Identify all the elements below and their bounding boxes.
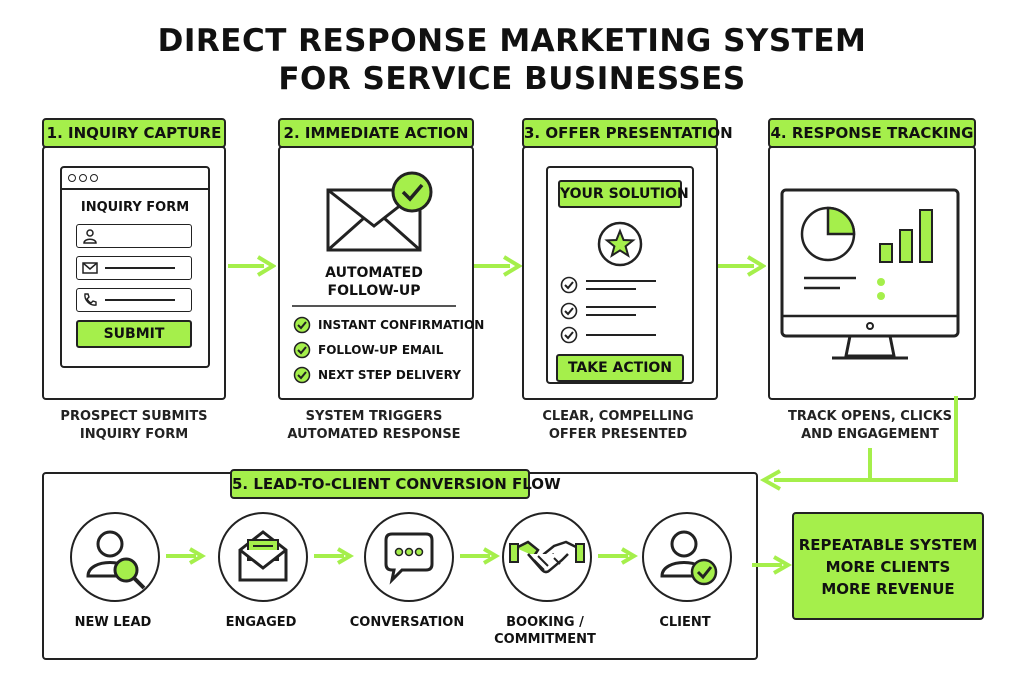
handshake-icon: [509, 540, 585, 574]
stage-label: NEW LEAD: [48, 614, 178, 631]
step-4-caption-line-2: AND ENGAGEMENT: [801, 427, 939, 442]
text-line: [586, 314, 636, 316]
step-3-caption-line-2: OFFER PRESENTED: [548, 427, 688, 442]
person-icon: [83, 229, 97, 244]
step-4-label: 4. RESPONSE TRACKING: [768, 118, 976, 148]
step-2-caption-line-1: SYSTEM TRIGGERS: [305, 409, 443, 424]
title-line-2: FOR SERVICE BUSINESSES: [278, 61, 746, 97]
star-badge-icon: [597, 221, 643, 267]
step-2-panel: [278, 146, 474, 400]
step-2-heading-line-2: FOLLOW-UP: [327, 283, 421, 299]
stage-booking: [502, 512, 592, 602]
conversion-label: 5. LEAD-TO-CLIENT CONVERSION FLOW: [230, 469, 561, 499]
text-line: [586, 334, 656, 336]
step-1-label: 1. INQUIRY CAPTURE: [42, 118, 226, 148]
name-field[interactable]: [76, 224, 192, 248]
result-line-2: MORE CLIENTS: [825, 558, 951, 576]
open-envelope-icon: [238, 530, 288, 582]
step-3-label: 3. OFFER PRESENTATION: [522, 118, 733, 148]
checklist-item: NEXT STEP DELIVERY: [318, 368, 461, 382]
stage-label: CLIENT: [620, 614, 750, 631]
browser-titlebar: [62, 168, 208, 190]
step-4-caption: TRACK OPENS, CLICKS AND ENGAGEMENT: [768, 408, 972, 444]
window-dot-icon: [79, 174, 87, 182]
divider: [292, 305, 456, 307]
connector-arrow-icon: [759, 396, 958, 491]
person-check-icon: [660, 530, 718, 586]
step-2-heading: AUTOMATED FOLLOW-UP: [278, 264, 470, 300]
browser-window: INQUIRY FORM SUBMIT: [60, 166, 210, 368]
phone-icon: [84, 293, 97, 306]
step-3-caption-line-1: CLEAR, COMPELLING: [542, 409, 694, 424]
arrow-icon: [460, 547, 500, 565]
stage-label: ENGAGED: [196, 614, 326, 631]
stage-label-line-1: CONVERSATION: [349, 615, 465, 630]
step-4-caption-line-1: TRACK OPENS, CLICKS: [788, 409, 952, 424]
checklist-item: INSTANT CONFIRMATION: [318, 318, 485, 332]
stage-engaged: [218, 512, 308, 602]
arrow-icon: [314, 547, 354, 565]
stage-label-line-1: NEW LEAD: [74, 615, 152, 630]
step-2-caption-line-2: AUTOMATED RESPONSE: [287, 427, 461, 442]
submit-button[interactable]: SUBMIT: [76, 320, 192, 348]
arrow-icon: [598, 547, 638, 565]
envelope-icon: [82, 262, 98, 274]
field-line: [105, 299, 175, 301]
step-2-caption: SYSTEM TRIGGERS AUTOMATED RESPONSE: [278, 408, 470, 444]
stage-conversation: [364, 512, 454, 602]
field-line: [105, 267, 175, 269]
checklist-item: FOLLOW-UP EMAIL: [318, 343, 444, 357]
solution-header: YOUR SOLUTION: [558, 180, 689, 208]
check-circle-icon: [560, 276, 578, 294]
check-circle-icon: [293, 366, 311, 384]
title-line-1: DIRECT RESPONSE MARKETING SYSTEM: [157, 23, 867, 59]
result-line-1: REPEATABLE SYSTEM: [798, 536, 978, 554]
email-field[interactable]: [76, 256, 192, 280]
take-action-button[interactable]: TAKE ACTION: [556, 354, 684, 382]
page-title: DIRECT RESPONSE MARKETING SYSTEM FOR SER…: [0, 22, 1024, 98]
step-2-heading-line-1: AUTOMATED: [325, 265, 423, 281]
stage-label: BOOKING / COMMITMENT: [480, 614, 610, 648]
window-dot-icon: [90, 174, 98, 182]
stage-label-line-2: COMMITMENT: [494, 632, 596, 647]
step-1-caption-line-1: PROSPECT SUBMITS: [60, 409, 208, 424]
form-title: INQUIRY FORM: [80, 200, 190, 215]
step-3-caption: CLEAR, COMPELLING OFFER PRESENTED: [522, 408, 714, 444]
window-dot-icon: [68, 174, 76, 182]
arrow-icon: [166, 547, 206, 565]
step-1-caption: PROSPECT SUBMITS INQUIRY FORM: [42, 408, 226, 444]
stage-label-line-1: ENGAGED: [225, 615, 297, 630]
stage-label: CONVERSATION: [342, 614, 472, 631]
chat-bubble-icon: [384, 532, 434, 585]
check-circle-icon: [560, 326, 578, 344]
offer-document: YOUR SOLUTION TAKE ACTION: [546, 166, 694, 384]
arrow-icon: [718, 255, 766, 277]
result-box: REPEATABLE SYSTEM MORE CLIENTS MORE REVE…: [792, 512, 984, 620]
text-line: [586, 280, 656, 282]
stage-client: [642, 512, 732, 602]
step-1-caption-line-2: INQUIRY FORM: [79, 427, 189, 442]
check-circle-icon: [560, 302, 578, 320]
arrow-icon: [474, 255, 522, 277]
envelope-check-icon: [326, 171, 433, 252]
text-line: [586, 306, 656, 308]
phone-field[interactable]: [76, 288, 192, 312]
check-circle-icon: [293, 341, 311, 359]
person-search-icon: [86, 530, 146, 590]
check-circle-icon: [293, 316, 311, 334]
stage-new-lead: [70, 512, 160, 602]
arrow-icon: [752, 555, 792, 575]
monitor-dashboard-icon: [780, 188, 960, 360]
stage-label-line-1: BOOKING /: [506, 615, 584, 630]
result-line-3: MORE REVENUE: [821, 580, 955, 598]
stage-label-line-1: CLIENT: [659, 615, 711, 630]
arrow-icon: [228, 255, 276, 277]
step-2-label: 2. IMMEDIATE ACTION: [278, 118, 474, 148]
text-line: [586, 288, 636, 290]
